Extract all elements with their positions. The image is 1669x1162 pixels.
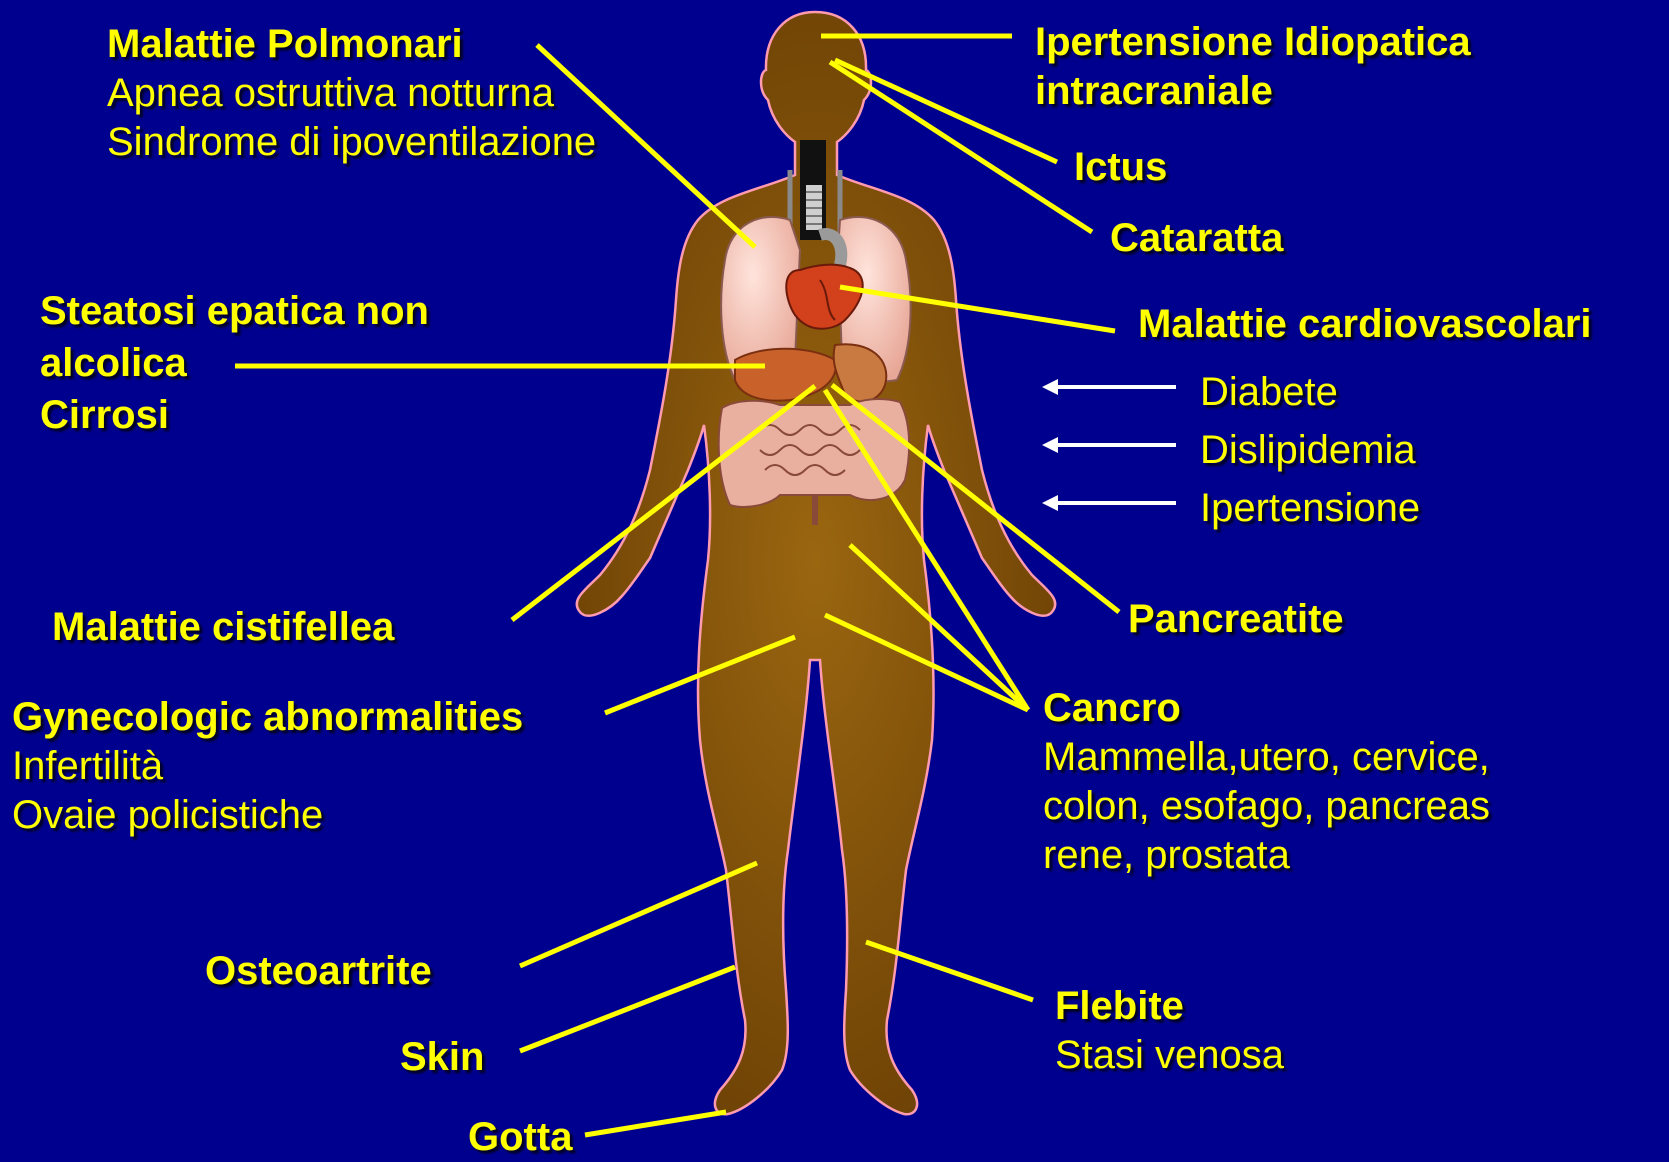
label-pancreatitis: Pancreatite: [1128, 595, 1344, 644]
label-pulmonary: Malattie Polmonari Apnea ostruttiva nott…: [107, 20, 596, 167]
label-pulmonary-item-2: Sindrome di ipoventilazione: [107, 118, 596, 167]
label-iih-line-1: Ipertensione Idiopatica: [1035, 18, 1471, 67]
label-nafld-line-1: Steatosi epatica non: [40, 285, 429, 337]
label-osteo-title: Osteoartrite: [205, 947, 432, 996]
label-cardio-item-1: Diabete: [1200, 363, 1420, 421]
label-cancer-item-1: Mammella,utero, cervice,: [1043, 733, 1490, 782]
label-pulmonary-item-1: Apnea ostruttiva notturna: [107, 69, 596, 118]
label-osteo: Osteoartrite: [205, 947, 432, 996]
label-cardio: Malattie cardiovascolari: [1138, 300, 1592, 349]
arrow-dislipidemia: [1042, 437, 1176, 453]
pointer-skin: [520, 967, 735, 1051]
label-skin: Skin: [400, 1033, 484, 1082]
label-pancreatitis-title: Pancreatite: [1128, 595, 1344, 644]
pointer-osteo: [520, 863, 757, 966]
label-gout: Gotta: [468, 1113, 572, 1162]
label-cardio-risk-factors: Diabete Dislipidemia Ipertensione: [1200, 363, 1420, 537]
label-gout-title: Gotta: [468, 1113, 572, 1162]
label-cataract-title: Cataratta: [1110, 214, 1283, 263]
label-cardio-item-2: Dislipidemia: [1200, 421, 1420, 479]
label-nafld: Steatosi epatica non alcolica Cirrosi: [40, 285, 429, 441]
label-cardio-item-3: Ipertensione: [1200, 479, 1420, 537]
arrow-diabete: [1042, 379, 1176, 395]
label-stroke: Ictus: [1074, 143, 1167, 192]
label-nafld-line-3: Cirrosi: [40, 389, 429, 441]
label-gyneco-item-1: Infertilità: [12, 742, 523, 791]
label-cancer-title: Cancro: [1043, 684, 1490, 733]
label-iih: Ipertensione Idiopatica intracraniale: [1035, 18, 1471, 116]
label-skin-title: Skin: [400, 1033, 484, 1082]
label-cancer-item-3: rene, prostata: [1043, 831, 1490, 880]
label-pulmonary-title: Malattie Polmonari: [107, 20, 596, 69]
pointer-stroke: [835, 60, 1057, 162]
label-gyneco: Gynecologic abnormalities Infertilità Ov…: [12, 693, 523, 840]
label-phlebitis-item-1: Stasi venosa: [1055, 1031, 1284, 1080]
label-stroke-title: Ictus: [1074, 143, 1167, 192]
label-iih-line-2: intracraniale: [1035, 67, 1471, 116]
label-gallbladder: Malattie cistifellea: [52, 603, 394, 652]
pointer-gout: [585, 1112, 726, 1135]
label-cardio-title: Malattie cardiovascolari: [1138, 300, 1592, 349]
risk-factor-arrows: [1042, 379, 1176, 511]
arrow-ipertensione: [1042, 495, 1176, 511]
label-cataract: Cataratta: [1110, 214, 1283, 263]
label-cancer: Cancro Mammella,utero, cervice, colon, e…: [1043, 684, 1490, 880]
label-phlebitis: Flebite Stasi venosa: [1055, 982, 1284, 1080]
label-gallbladder-title: Malattie cistifellea: [52, 603, 394, 652]
label-phlebitis-title: Flebite: [1055, 982, 1284, 1031]
label-gyneco-title: Gynecologic abnormalities: [12, 693, 523, 742]
label-nafld-line-2: alcolica: [40, 337, 429, 389]
label-cancer-item-2: colon, esofago, pancreas: [1043, 782, 1490, 831]
label-gyneco-item-2: Ovaie policistiche: [12, 791, 523, 840]
